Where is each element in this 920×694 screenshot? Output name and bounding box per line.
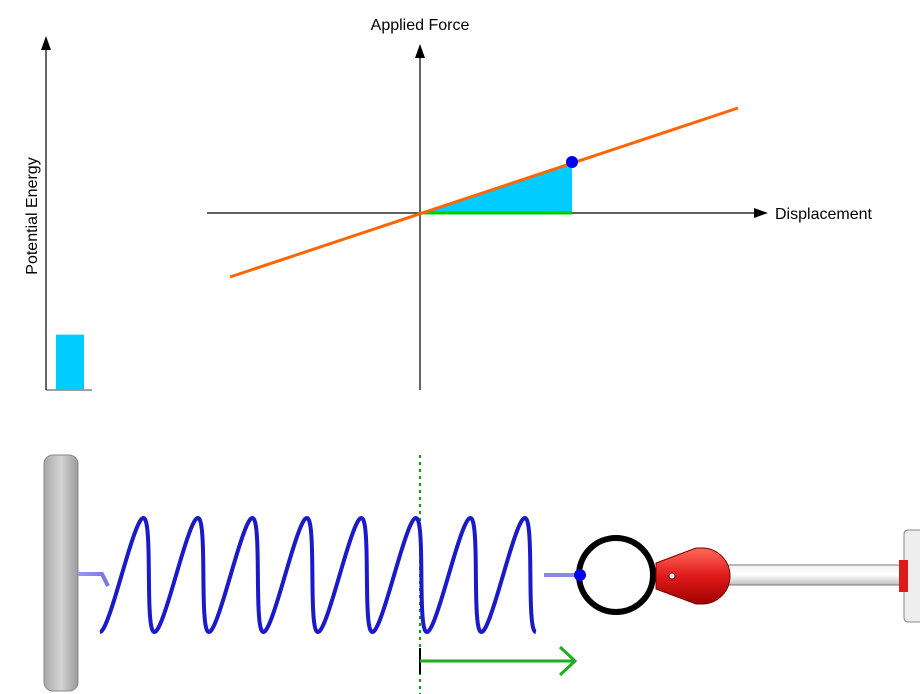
pull-rod xyxy=(723,564,905,586)
force-line xyxy=(229,106,739,279)
force-x-axis-label: Displacement xyxy=(775,206,872,223)
force-x-axis-arrowhead xyxy=(754,208,768,218)
energy-y-axis-label: Potential Energy xyxy=(24,157,41,274)
handle-knob xyxy=(655,547,731,605)
energy-y-axis-arrowhead xyxy=(41,36,51,50)
force-y-axis-label: Applied Force xyxy=(371,17,470,34)
wall xyxy=(43,454,79,692)
spring-lead-left xyxy=(78,572,110,587)
displacement-arrowhead xyxy=(558,645,578,677)
energy-bar xyxy=(56,334,84,390)
spring-coil xyxy=(98,516,538,634)
spring-apparatus xyxy=(43,454,920,694)
force-y-axis-arrowhead xyxy=(415,44,425,58)
pull-ring[interactable] xyxy=(576,535,656,615)
spring-end-point xyxy=(574,569,586,581)
pull-handle[interactable] xyxy=(655,547,731,605)
handle-screw xyxy=(668,572,676,580)
force-chart: Applied Force Displacement xyxy=(207,17,872,390)
rod-mount-clip xyxy=(899,560,908,592)
energy-chart: Potential Energy xyxy=(24,36,92,391)
force-point[interactable] xyxy=(566,156,578,168)
